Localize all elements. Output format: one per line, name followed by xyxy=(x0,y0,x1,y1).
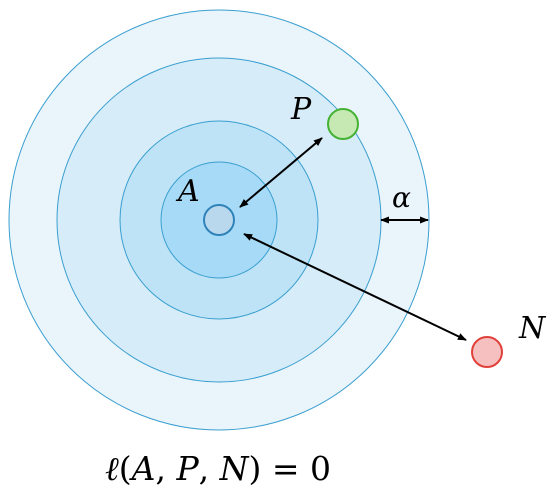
formula-open-paren: ( xyxy=(119,449,132,488)
positive-point xyxy=(327,108,359,140)
formula-positive: P xyxy=(175,449,199,488)
anchor-point xyxy=(203,204,235,236)
anchor-positive-arrow xyxy=(239,137,323,208)
negative-label: N xyxy=(518,311,547,346)
anchor-label: A xyxy=(175,174,200,209)
anchor-negative-arrow xyxy=(243,233,467,341)
formula-equals-zero: ) = 0 xyxy=(249,449,332,488)
positive-label: P xyxy=(290,92,312,127)
formula-negative: N xyxy=(219,449,250,488)
negative-point xyxy=(471,336,503,368)
loss-symbol: ℓ xyxy=(105,449,119,488)
formula-anchor: A xyxy=(129,449,156,488)
margin-label: α xyxy=(392,181,411,214)
formula-comma-1: , xyxy=(155,449,176,488)
loss-formula: ℓ(A, P, N) = 0 xyxy=(105,449,331,488)
formula-comma-2: , xyxy=(199,449,220,488)
